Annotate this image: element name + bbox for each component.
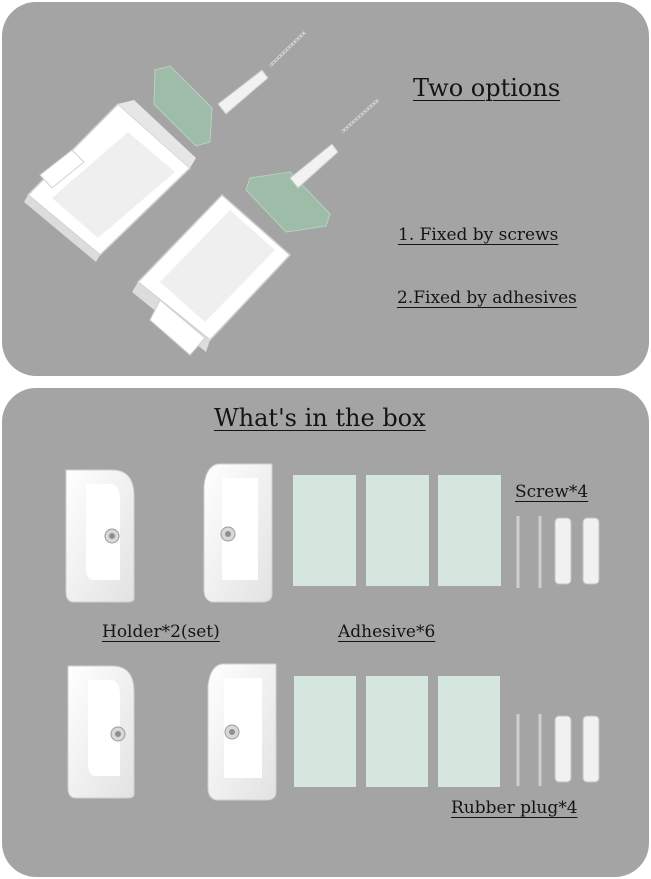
adhesive-pad bbox=[438, 475, 501, 586]
holder-exploded-upper bbox=[24, 100, 196, 262]
two-options-title: Two options bbox=[413, 74, 561, 102]
adhesive-pad bbox=[438, 676, 500, 787]
rubber-plug-exploded-upper bbox=[217, 69, 269, 115]
holder-front-1 bbox=[65, 469, 135, 603]
adhesive-pad-exploded-lower bbox=[245, 171, 331, 233]
screw-set-1 bbox=[516, 516, 600, 588]
adhesive-pad bbox=[366, 475, 429, 586]
screw-exploded-upper bbox=[268, 30, 307, 68]
adhesive-pad-exploded-upper bbox=[153, 65, 213, 147]
adhesive-pad bbox=[293, 475, 356, 586]
adhesive-pad bbox=[366, 676, 428, 787]
rubber-plug-exploded-lower bbox=[289, 143, 339, 189]
adhesive-count-label: Adhesive*6 bbox=[338, 622, 436, 642]
holder-front-3 bbox=[67, 665, 135, 799]
screw-set-2 bbox=[516, 714, 600, 786]
holder-exploded-lower bbox=[132, 193, 292, 356]
holder-count-label: Holder*2(set) bbox=[102, 622, 220, 642]
rubber-plug-count-label: Rubber plug*4 bbox=[451, 798, 578, 818]
screw-exploded-lower bbox=[341, 98, 379, 134]
option-screws-label: 1. Fixed by screws bbox=[398, 225, 559, 245]
option-adhesives-label: 2.Fixed by adhesives bbox=[397, 288, 577, 308]
adhesive-pad bbox=[294, 676, 356, 787]
screw-count-label: Screw*4 bbox=[515, 482, 589, 502]
holder-front-4 bbox=[207, 663, 277, 801]
holder-front-2 bbox=[203, 463, 273, 603]
whats-in-box-title: What's in the box bbox=[214, 404, 426, 432]
